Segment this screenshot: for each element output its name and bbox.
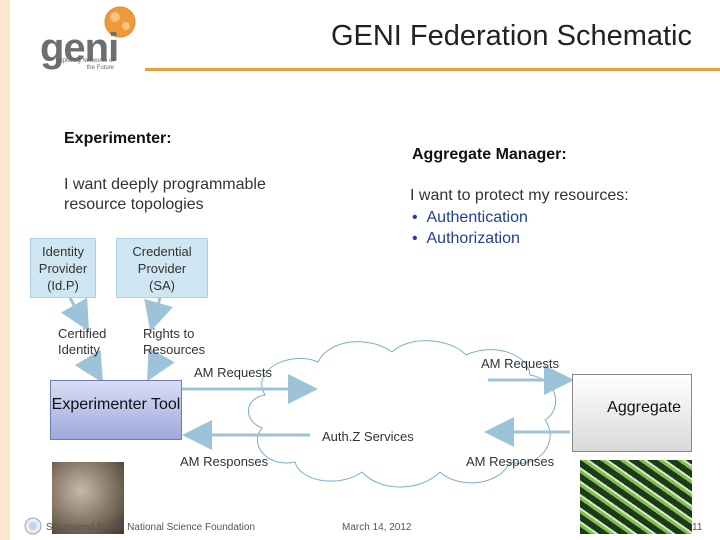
experimenter-want: I want deeply programmable resource topo… — [64, 176, 266, 213]
am-requests-left-label: AM Requests — [194, 365, 273, 380]
authz-cloud — [248, 340, 557, 488]
arrow-sa — [144, 297, 174, 332]
circuit-board-photo — [580, 460, 692, 534]
authz-services-label: Auth.Z Services — [322, 429, 414, 444]
bullet-item: • Authentication — [412, 209, 528, 226]
geni-logo — [40, 4, 136, 76]
arrow-identity-to-tool — [74, 349, 104, 384]
arrow-idp — [61, 297, 89, 332]
experimenter-heading: Experimenter: — [64, 130, 172, 147]
aggregate-box: Aggregate — [572, 374, 692, 452]
bullet-authorization: Authorization — [426, 230, 520, 247]
left-accent-bar — [0, 0, 10, 540]
credential-provider-box: Credential Provider (SA) — [116, 238, 208, 298]
footer-date: March 14, 2012 — [342, 522, 412, 533]
aggregate-manager-bullets: • Authentication • Authorization — [412, 207, 528, 249]
aggregate-manager-heading: Aggregate Manager: — [412, 146, 567, 163]
keyboard-photo — [52, 462, 124, 534]
footer-sponsor: Sponsored by the National Science Founda… — [46, 522, 256, 533]
identity-provider-box: Identity Provider (Id.P) — [30, 238, 96, 298]
logo-tagline: Exploring Networks of the Future — [55, 58, 114, 71]
title-rule — [145, 68, 720, 71]
bullet-authentication: Authentication — [426, 209, 528, 226]
footer-page-number: 11 — [692, 522, 703, 533]
am-requests-right-label: AM Requests — [481, 356, 560, 371]
aggregate-manager-want: I want to protect my resources: — [410, 187, 629, 204]
bullet-item: • Authorization — [412, 230, 520, 247]
logo-word: geni — [40, 26, 119, 70]
page-title: GENI Federation Schematic — [330, 20, 692, 52]
globe-icon — [104, 6, 136, 38]
arrow-rights-to-tool — [147, 347, 175, 382]
nsf-seal-icon — [24, 517, 42, 535]
experimenter-tool-box: Experimenter Tool — [50, 380, 182, 440]
am-responses-left-label: AM Responses — [180, 454, 269, 469]
certified-identity-label: Certified Identity — [58, 326, 107, 357]
am-responses-right-label: AM Responses — [466, 454, 555, 469]
rights-to-resources-label: Rights to Resources — [143, 326, 206, 357]
